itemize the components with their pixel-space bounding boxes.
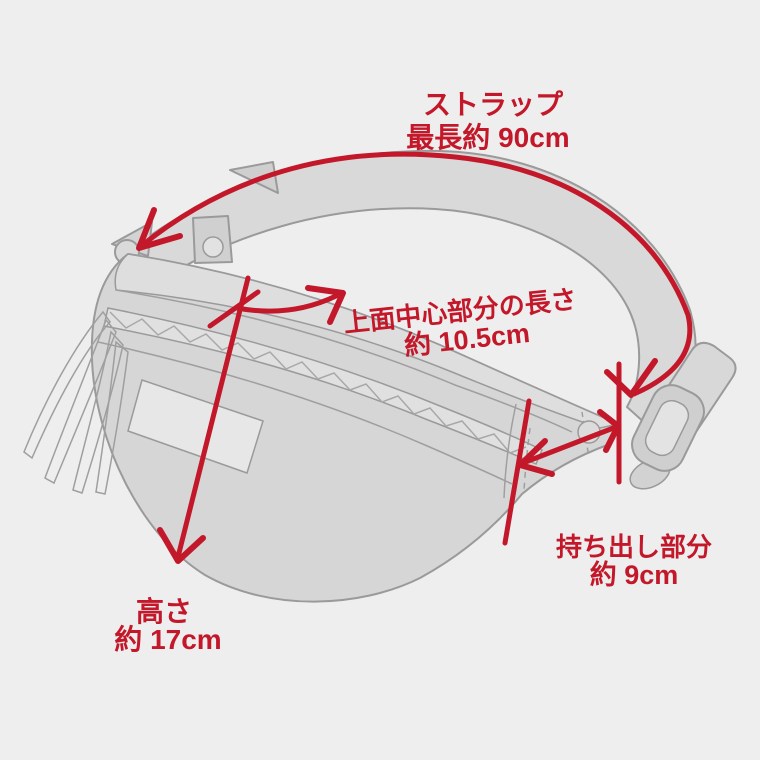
height-label-line1: 高さ — [136, 596, 192, 627]
strap-label-line1: ストラップ — [423, 89, 564, 120]
front-seam — [97, 341, 513, 485]
height-label-line2: 約 17cm — [114, 623, 221, 655]
height-arrow — [157, 275, 261, 564]
label-patch — [127, 379, 264, 474]
lid-seam — [115, 289, 573, 433]
zipper-band — [103, 307, 543, 465]
measurement-arrows — [136, 151, 693, 564]
top-center-arrow — [234, 285, 346, 325]
carry-out-label-line1: 持ち出し部分 — [556, 532, 712, 562]
strap-slider-hole — [202, 236, 224, 258]
carry-out-label-line2: 約 9cm — [590, 559, 679, 590]
tab-seam — [503, 403, 517, 499]
zipper-pulls — [23, 310, 129, 495]
zipper-teeth — [109, 311, 527, 454]
tab-stitch-left — [523, 427, 531, 491]
carry-out-arrow — [502, 361, 622, 546]
strap-length-arrow — [136, 151, 693, 398]
bag-illustration — [23, 149, 737, 603]
strap-label-line2: 最長約 90cm — [406, 121, 569, 153]
buckle — [629, 384, 705, 490]
